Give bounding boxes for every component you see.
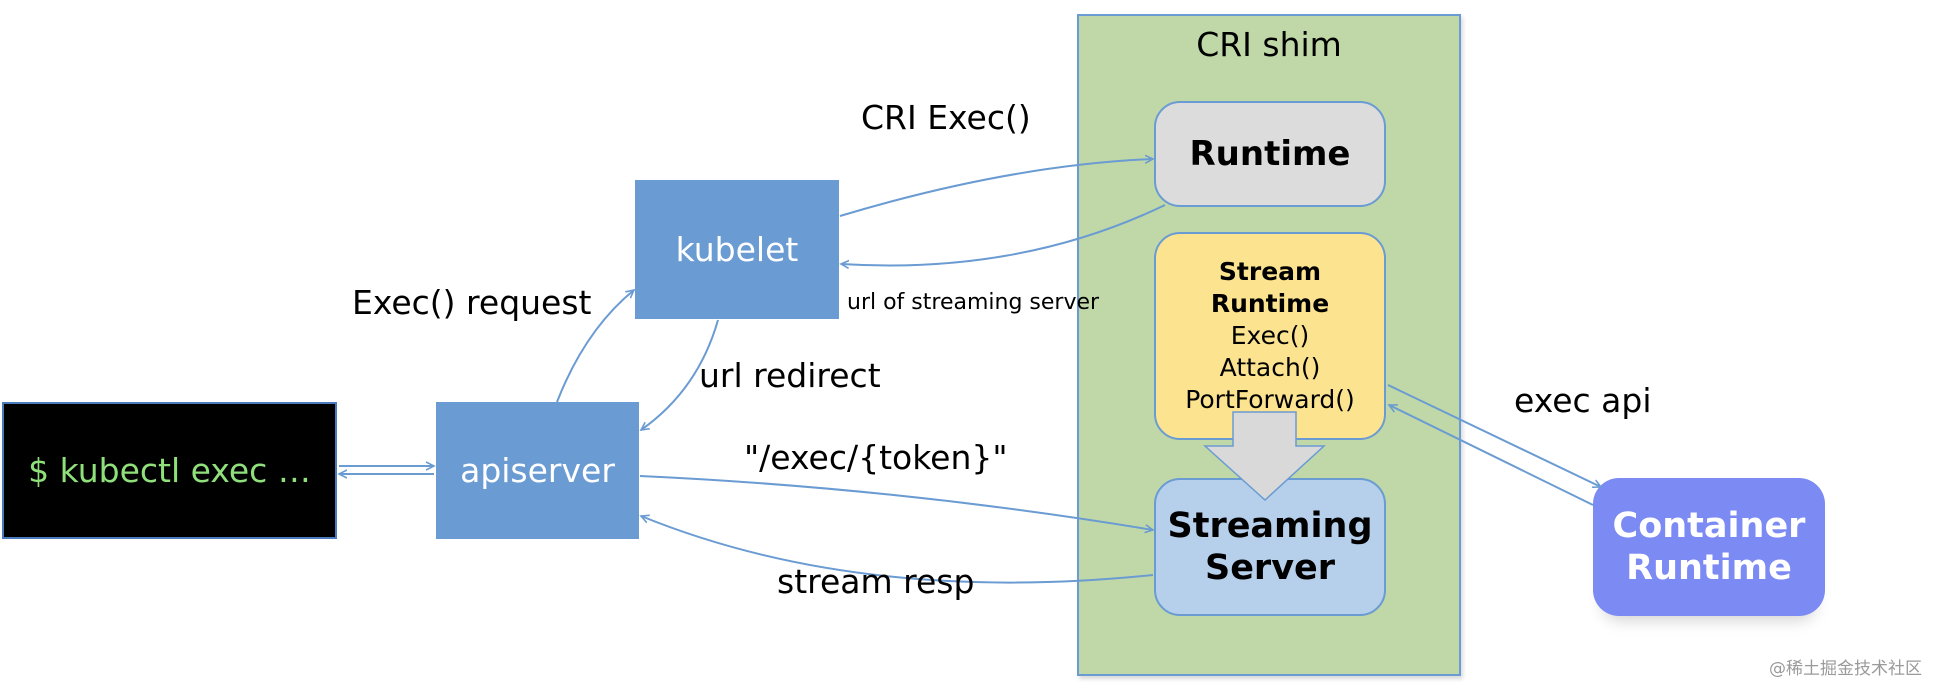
runtime-node: Runtime [1154,101,1386,207]
stream-runtime-method-exec: Exec() [1230,321,1310,350]
streaming-server-line2: Server [1204,548,1336,588]
kubectl-command-text: $ kubectl exec … [28,451,311,490]
stream-runtime-method-portforward: PortForward() [1185,385,1355,414]
stream-runtime-method-attach: Attach() [1219,353,1321,382]
runtime-label: Runtime [1189,134,1351,174]
exec-request-label: Exec() request [352,283,592,322]
url-of-streaming-server-label: url of streaming server [847,290,1100,315]
url-redirect-label: url redirect [699,356,881,395]
stream-resp-label: stream resp [777,562,975,601]
exec-token-label: "/exec/{token}" [744,438,1008,477]
container-runtime-line2: Runtime [1626,548,1792,588]
container-runtime-line1: Container [1612,506,1806,546]
stream-runtime-title: Stream Runtime [1210,257,1330,318]
streaming-server-line1: Streaming [1167,506,1373,546]
streaming-server-node: Streaming Server [1154,478,1386,616]
exec-api-label: exec api [1514,381,1652,420]
kubectl-terminal: $ kubectl exec … [2,402,337,539]
apiserver-label: apiserver [460,451,615,490]
apiserver-node: apiserver [436,402,639,539]
stream-runtime-node: Stream Runtime Exec() Attach() PortForwa… [1154,232,1386,440]
kubelet-label: kubelet [675,230,799,269]
cri-exec-label: CRI Exec() [861,98,1031,137]
container-runtime-node: Container Runtime [1593,478,1825,616]
kubelet-node: kubelet [635,180,839,319]
watermark-text: @稀土掘金技术社区 [1769,659,1922,679]
cri-shim-title: CRI shim [1196,25,1342,64]
